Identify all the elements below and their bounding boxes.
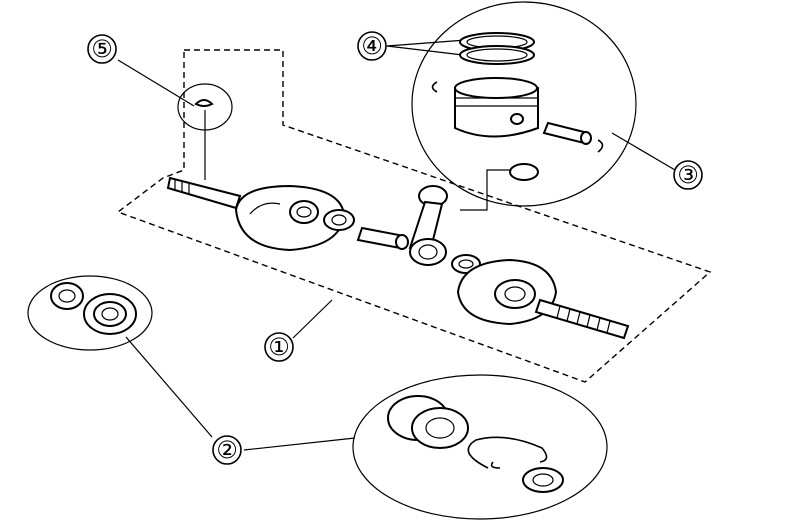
- leader-4a: [386, 45, 464, 56]
- piston-rings-icon: [459, 32, 535, 65]
- bearing-link-line: [460, 169, 522, 211]
- crank-washer-left-inner-icon: [331, 214, 347, 226]
- left-bearings-icon: [50, 282, 137, 335]
- piston-clip-right-icon: [597, 139, 604, 153]
- small-bearing-icon: [522, 467, 564, 493]
- leader-4b: [386, 39, 467, 47]
- crank-pin-icon: [356, 226, 409, 250]
- piston-group-circle: [411, 1, 637, 207]
- callout-2: ②: [212, 435, 242, 465]
- left-bearing-circle: [27, 275, 153, 351]
- callout-3-label: ③: [677, 161, 699, 189]
- right-bearing-circle: [352, 374, 608, 520]
- crank-washer-right-inner-icon: [458, 259, 474, 269]
- woodruff-key-icon: [194, 99, 214, 107]
- callout-3: ③: [673, 160, 703, 190]
- callout-4: ④: [357, 31, 387, 61]
- small-circlip-icon: [490, 461, 501, 469]
- leader-3: [611, 132, 676, 171]
- leader-1: [292, 299, 333, 339]
- callout-4-label: ④: [361, 32, 383, 60]
- leader-2-right: [243, 437, 356, 451]
- piston-pin-icon: [542, 121, 592, 145]
- callout-5-label: ⑤: [91, 35, 113, 63]
- large-circlip-icon: [467, 436, 548, 469]
- crank-washer-left-icon: [323, 209, 355, 231]
- piston-icon: [454, 77, 539, 138]
- leader-2-left: [125, 336, 213, 438]
- crankshaft-left-half-icon: [166, 176, 346, 252]
- right-bearings-icon: [387, 395, 469, 449]
- callout-1-label: ①: [268, 333, 290, 361]
- piston-clip-left-icon: [431, 81, 438, 93]
- callout-1: ①: [264, 332, 294, 362]
- crankshaft-right-half-icon: [456, 258, 630, 340]
- small-end-bearing-icon: [509, 163, 539, 181]
- leader-5: [117, 59, 195, 107]
- callout-2-label: ②: [216, 436, 238, 464]
- callout-5: ⑤: [87, 34, 117, 64]
- crankshaft-assembly-boundary: [116, 49, 712, 383]
- connecting-rod-icon: [408, 185, 448, 266]
